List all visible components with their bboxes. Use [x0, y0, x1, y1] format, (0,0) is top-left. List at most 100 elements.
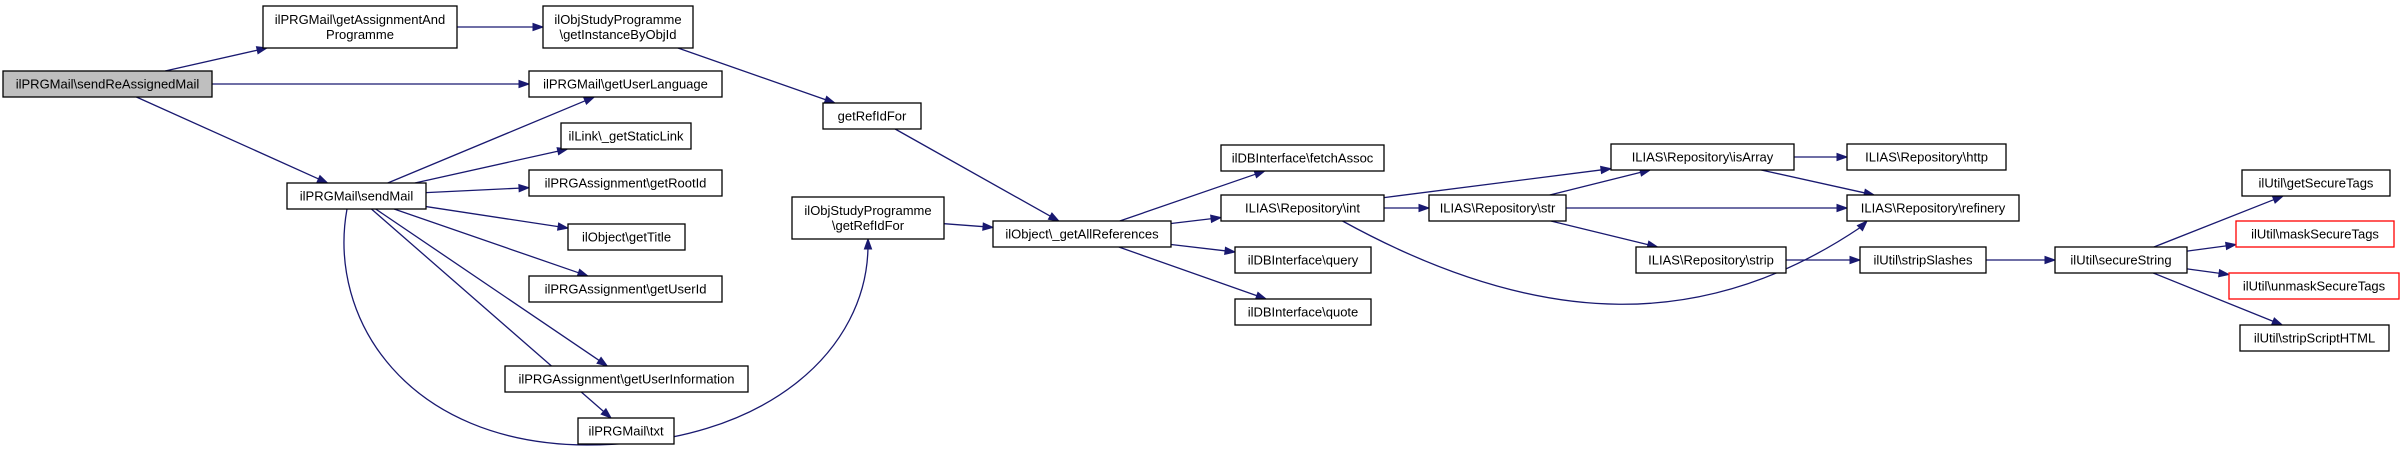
- node-n6[interactable]: getRefIdFor: [822, 102, 922, 130]
- edge-n3-n6: [677, 47, 837, 104]
- node-label: ilObject\_getAllReferences: [1005, 227, 1159, 242]
- node-n21[interactable]: ILIAS\Repository\strip: [1635, 246, 1787, 274]
- edge-n16-n20: [1384, 203, 1431, 213]
- node-label: ilDBInterface\quote: [1248, 305, 1359, 320]
- edges: [136, 22, 2285, 446]
- node-box: [1234, 246, 1372, 274]
- edge-n19-n22: [1794, 152, 1849, 162]
- node-box: [528, 169, 723, 197]
- node-label: ilDBInterface\fetchAssoc: [1232, 151, 1374, 166]
- edge-n16-n23: [1342, 219, 1869, 305]
- edge-n20-n23: [1566, 203, 1849, 213]
- node-label: \getInstanceByObjId: [559, 27, 676, 42]
- node-box: [2228, 272, 2400, 300]
- edge-n5-n10: [393, 208, 590, 277]
- node-box: [1220, 194, 1385, 222]
- node-n16[interactable]: ILIAS\Repository\int: [1220, 194, 1385, 222]
- node-label: ilPRGMail\getUserLanguage: [543, 77, 708, 92]
- node-label: ilUtil\secureString: [2070, 253, 2171, 268]
- node-label: ILIAS\Repository\str: [1440, 201, 1556, 216]
- node-label: ilUtil\stripScriptHTML: [2254, 331, 2375, 346]
- node-label: ilUtil\getSecureTags: [2259, 176, 2374, 191]
- edge-n5-n9: [425, 205, 570, 231]
- node-box: [577, 417, 675, 445]
- edge-n24-n25: [1986, 255, 2057, 265]
- node-n14[interactable]: ilObject\_getAllReferences: [992, 220, 1172, 248]
- node-n23[interactable]: ILIAS\Repository\refinery: [1846, 194, 2020, 222]
- node-box: [560, 122, 692, 150]
- node-n25[interactable]: ilUtil\secureString: [2054, 246, 2188, 274]
- node-n29[interactable]: ilUtil\stripScriptHTML: [2239, 324, 2390, 352]
- node-n26[interactable]: ilUtil\getSecureTags: [2241, 169, 2391, 197]
- node-box: [1428, 194, 1567, 222]
- node-label: Programme: [326, 27, 394, 42]
- node-box: [2054, 246, 2188, 274]
- node-box: [822, 102, 922, 130]
- node-box: [1610, 143, 1795, 171]
- node-box: [262, 5, 458, 49]
- node-box: [1234, 298, 1372, 326]
- node-label: getRefIdFor: [838, 109, 907, 124]
- node-n15[interactable]: ilDBInterface\fetchAssoc: [1220, 144, 1385, 172]
- edge-n20-n21: [1550, 220, 1660, 249]
- node-label: ilUtil\unmaskSecureTags: [2243, 279, 2386, 294]
- node-n27[interactable]: ilUtil\maskSecureTags: [2235, 220, 2395, 248]
- node-box: [528, 70, 723, 98]
- node-label: ilObjStudyProgramme: [804, 203, 931, 218]
- node-label: ilPRGAssignment\getUserId: [545, 282, 707, 297]
- edge-n5-n11: [375, 208, 609, 367]
- node-n13[interactable]: ilObjStudyProgramme\getRefIdFor: [791, 196, 945, 240]
- node-box: [1846, 194, 2020, 222]
- node-n1[interactable]: ilPRGMail\sendReAssignedMail: [2, 70, 213, 98]
- node-label: ilLink\_getStaticLink: [569, 129, 684, 144]
- node-label: \getRefIdFor: [832, 218, 905, 233]
- edge-n14-n17: [1170, 243, 1237, 256]
- node-label: ilObjStudyProgramme: [554, 12, 681, 27]
- node-n22[interactable]: ILIAS\Repository\http: [1846, 143, 2007, 171]
- node-label: ilUtil\stripSlashes: [1874, 253, 1973, 268]
- node-n24[interactable]: ilUtil\stripSlashes: [1859, 246, 1987, 274]
- node-box: [286, 182, 427, 210]
- node-n4[interactable]: ilPRGMail\getUserLanguage: [528, 70, 723, 98]
- edge-n6-n14: [894, 128, 1061, 222]
- node-n7[interactable]: ilLink\_getStaticLink: [560, 122, 692, 150]
- node-box: [2239, 324, 2390, 352]
- edge-n19-n23: [1761, 169, 1876, 197]
- node-n9[interactable]: ilObject\getTitle: [567, 223, 686, 251]
- node-n10[interactable]: ilPRGAssignment\getUserId: [528, 275, 723, 303]
- node-n11[interactable]: ilPRGAssignment\getUserInformation: [504, 365, 749, 393]
- node-n18[interactable]: ilDBInterface\quote: [1234, 298, 1372, 326]
- edge-n16-n19: [1383, 165, 1613, 199]
- edge-n5-n13: [343, 208, 873, 446]
- node-box: [992, 220, 1172, 248]
- edge-n5-n8: [425, 183, 531, 194]
- edge-n2-n3: [457, 22, 545, 32]
- node-box: [1635, 246, 1787, 274]
- node-label: ilPRGAssignment\getRootId: [545, 176, 707, 191]
- node-box: [528, 275, 723, 303]
- node-label: ilUtil\maskSecureTags: [2251, 227, 2379, 242]
- node-box: [2, 70, 213, 98]
- node-box: [542, 5, 694, 49]
- node-n17[interactable]: ilDBInterface\query: [1234, 246, 1372, 274]
- node-label: ILIAS\Repository\isArray: [1632, 150, 1774, 165]
- node-n5[interactable]: ilPRGMail\sendMail: [286, 182, 427, 210]
- node-label: ILIAS\Repository\int: [1245, 201, 1360, 216]
- node-n19[interactable]: ILIAS\Repository\isArray: [1610, 143, 1795, 171]
- node-label: ILIAS\Repository\strip: [1648, 253, 1774, 268]
- node-label: ilPRGMail\getAssignmentAnd: [275, 12, 446, 27]
- edge-n21-n24: [1786, 255, 1862, 265]
- node-label: ilPRGMail\sendReAssignedMail: [16, 77, 200, 92]
- edge-n14-n16: [1170, 214, 1223, 225]
- node-label: ilPRGAssignment\getUserInformation: [518, 372, 734, 387]
- node-box: [504, 365, 749, 393]
- node-n12[interactable]: ilPRGMail\txt: [577, 417, 675, 445]
- node-box: [1220, 144, 1385, 172]
- node-n28[interactable]: ilUtil\unmaskSecureTags: [2228, 272, 2400, 300]
- node-label: ILIAS\Repository\refinery: [1861, 201, 2006, 216]
- node-n20[interactable]: ILIAS\Repository\str: [1428, 194, 1567, 222]
- node-n3[interactable]: ilObjStudyProgramme\getInstanceByObjId: [542, 5, 694, 49]
- node-n8[interactable]: ilPRGAssignment\getRootId: [528, 169, 723, 197]
